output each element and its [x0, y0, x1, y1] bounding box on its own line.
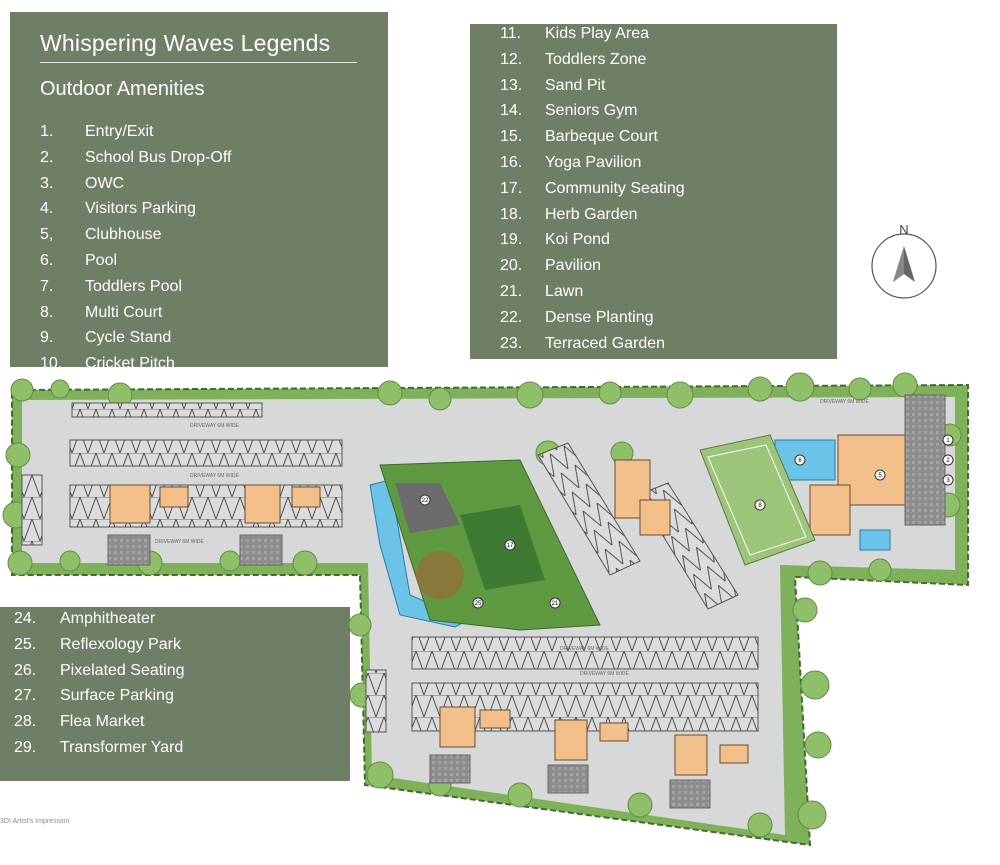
- legend-item-number: 5,: [40, 226, 54, 244]
- legend-item-number: 22.: [500, 308, 523, 326]
- legend-item-label: Dense Planting: [545, 308, 654, 326]
- amenity-marker: 3: [946, 478, 950, 484]
- central-garden: [379, 459, 601, 631]
- legend-item-label: Kids Play Area: [545, 25, 650, 42]
- legend-item-number: 4.: [40, 200, 54, 218]
- surface-parking: [21, 402, 759, 733]
- legend-item-number: 2.: [40, 148, 54, 166]
- legend-item-label: Pavilion: [545, 257, 602, 275]
- legend-item-label: Sand Pit: [545, 76, 606, 94]
- legend-item-label: Flea Market: [60, 713, 145, 731]
- legend-subtitle: Outdoor Amenities: [40, 78, 205, 100]
- clubhouse-buildings: [109, 434, 909, 776]
- legend-item-label: Surface Parking: [60, 687, 174, 705]
- amenity-marker: 17: [507, 543, 514, 549]
- legend-item-label: Community Seating: [545, 179, 685, 197]
- amenity-marker: 5: [878, 473, 882, 479]
- legend-item-number: 12.: [500, 50, 523, 68]
- legend-panel-outdoor-amenities: Whispering Waves Legends Outdoor Ameniti…: [10, 12, 388, 372]
- paved-areas: [107, 394, 946, 809]
- legend-item-label: Lawn: [545, 282, 584, 300]
- legend-item-label: Barbeque Court: [545, 128, 658, 146]
- amenity-marker: 6: [798, 458, 802, 464]
- legend-item-label: Transformer Yard: [60, 738, 184, 756]
- legend-item-number: 26.: [14, 661, 37, 679]
- legend-item-label: OWC: [85, 174, 125, 192]
- compass-north-label: N: [899, 222, 908, 237]
- multi-court: [699, 434, 816, 566]
- legend-item-number: 18.: [500, 205, 523, 223]
- legend-item-label: Seniors Gym: [545, 102, 638, 120]
- legend-item-label: Toddlers Pool: [85, 277, 182, 295]
- legend-item-number: 29.: [14, 738, 37, 756]
- legend-item-label: Herb Garden: [545, 205, 638, 223]
- legend-title: Whispering Waves Legends: [40, 30, 331, 56]
- legend-item-number: 11.: [500, 25, 522, 42]
- amenity-marker: 21: [552, 601, 559, 607]
- legend-item-label: Pixelated Seating: [60, 661, 185, 679]
- legend-item-label: School Bus Drop-Off: [85, 148, 232, 166]
- legend-item-number: 21.: [500, 282, 523, 300]
- amenity-marker: 1: [946, 438, 950, 444]
- legend-item-label: Cricket Pitch: [85, 355, 175, 373]
- tree-canopy: [2, 372, 962, 838]
- legend-item-number: 14.: [500, 102, 523, 120]
- legend-item-label: Toddlers Zone: [545, 50, 647, 68]
- legend-item-number: 17.: [500, 179, 523, 197]
- legend-item-label: Yoga Pavilion: [545, 153, 642, 171]
- legend-item-label: Cycle Stand: [85, 329, 172, 347]
- legend-item-number: 19.: [500, 231, 523, 249]
- legend-item-number: 13.: [500, 76, 523, 94]
- legend-item-number: 28.: [14, 713, 37, 731]
- legend-item-label: Terraced Garden: [545, 334, 666, 352]
- amenity-marker: 22: [422, 498, 429, 504]
- legend-item-label: Multi Court: [85, 303, 163, 321]
- legend-item-label: Clubhouse: [85, 226, 162, 244]
- driveway-label: DRIVEWAY 6M WIDE: [190, 423, 239, 429]
- legend-panel-11-23: 11. Kids Play Area 12. Toddlers Zone 13. Sand…: [470, 24, 837, 359]
- legend-item-number: 23.: [500, 334, 523, 352]
- legend-item-number: 1.: [40, 123, 54, 140]
- driveway-label: DRIVEWAY 6M WIDE: [190, 473, 239, 479]
- amenity-marker: 25: [475, 601, 482, 607]
- legend-item-label: Reflexology Park: [60, 635, 181, 653]
- legend-item-label: Pool: [85, 251, 118, 269]
- driveway-label: DRIVEWAY 6M WIDE: [155, 539, 204, 545]
- legend-title-divider: [40, 62, 357, 63]
- driveway-label: DRIVEWAY 6M WIDE: [580, 671, 629, 677]
- legend-item-number: 8.: [40, 303, 54, 321]
- legend-item-number: 27.: [14, 687, 37, 705]
- legend-item-number: 3.: [40, 174, 54, 192]
- site-plan-map: DRIVEWAY 6M WIDE DRIVEWAY 6M WIDE DRIVEW…: [2, 372, 969, 847]
- legend-item-number: 10.: [40, 355, 63, 373]
- driveway-label: DRIVEWAY 6M WIDE: [560, 646, 609, 652]
- legend-item-number: 20.: [500, 257, 523, 275]
- legend-item-label: Koi Pond: [545, 231, 610, 249]
- amenity-marker: 2: [946, 458, 950, 464]
- amenity-marker: 8: [758, 503, 762, 509]
- artist-impression-note: 3DI Artist's Impression: [0, 818, 70, 825]
- legend-item-label: Entry/Exit: [85, 123, 154, 140]
- legend-item-number: 25.: [14, 635, 37, 653]
- legend-item-label: Visitors Parking: [85, 200, 196, 218]
- legend-item-number: 24.: [14, 610, 37, 627]
- amenity-markers: 1 2 3 5 6 8 17 21 22 25: [419, 434, 954, 609]
- legend-item-label: Amphitheater: [60, 610, 156, 627]
- legend-item-number: 6.: [40, 251, 54, 269]
- legend-item-number: 15.: [500, 128, 523, 146]
- legend-item-number: 9.: [40, 329, 54, 347]
- driveway-label: DRIVEWAY 6M WIDE: [820, 399, 869, 405]
- legend-item-number: 16.: [500, 153, 523, 171]
- legend-item-number: 7.: [40, 277, 54, 295]
- legend-panel-24-29: 24. Amphitheater 25. Reflexology Park 26. Pix…: [0, 607, 350, 781]
- north-arrow-icon: N: [871, 222, 937, 299]
